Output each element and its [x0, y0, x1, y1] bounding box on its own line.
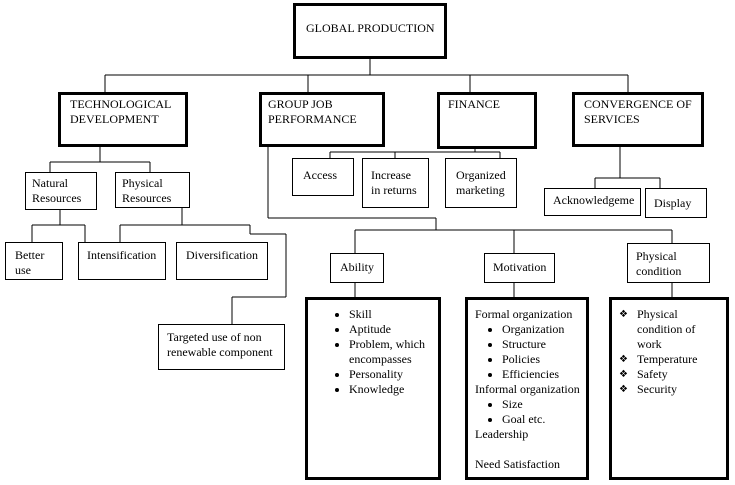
- better-use-label: Better use: [15, 248, 45, 277]
- group-job-performance-label: GROUP JOB PERFORMANCE: [268, 97, 357, 126]
- root-node: GLOBAL PRODUCTION: [293, 3, 447, 59]
- technological-development-label: TECHNOLOGICAL DEVELOPMENT: [70, 97, 172, 126]
- targeted-use-node: Targeted use of non renewable component: [158, 324, 285, 370]
- ability-label: Ability: [340, 260, 375, 274]
- better-use-node: Better use: [5, 242, 63, 280]
- formal-organization-label: Formal organization: [475, 307, 573, 321]
- physical-condition-node: Physical condition: [627, 243, 710, 283]
- informal-organization-label: Informal organization: [475, 382, 580, 396]
- acknowledgement-label: Acknowledgeme: [553, 193, 635, 207]
- physical-condition-details-box: Physical condition of work Temperature S…: [609, 297, 729, 480]
- natural-resources-label: Natural Resources: [32, 176, 82, 205]
- diversification-node: Diversification: [176, 242, 268, 280]
- access-label: Access: [303, 168, 337, 182]
- diversification-label: Diversification: [186, 248, 258, 262]
- ability-item: Problem, which encompasses: [349, 337, 438, 367]
- physical-resources-label: Physical Resources: [122, 176, 172, 205]
- ability-item: Knowledge: [349, 382, 438, 397]
- formal-organization-list: Organization Structure Policies Efficien…: [468, 322, 586, 382]
- physical-condition-item: Safety: [619, 367, 726, 382]
- organized-marketing-node: Organized marketing: [445, 158, 517, 208]
- finance-label: FINANCE: [448, 97, 501, 111]
- physical-resources-node: Physical Resources: [115, 172, 190, 208]
- ability-list: Skill Aptitude Problem, which encompasse…: [308, 307, 438, 397]
- motivation-details-box: Formal organization Organization Structu…: [465, 297, 589, 480]
- formal-item: Structure: [502, 337, 586, 352]
- increase-in-returns-node: Increase in returns: [362, 158, 429, 208]
- finance-node: FINANCE: [437, 92, 537, 149]
- natural-resources-node: Natural Resources: [25, 172, 97, 210]
- informal-item: Goal etc.: [502, 412, 586, 427]
- motivation-label: Motivation: [493, 260, 547, 274]
- convergence-of-services-label: CONVERGENCE OF SERVICES: [584, 97, 692, 126]
- ability-item: Personality: [349, 367, 438, 382]
- ability-item: Skill: [349, 307, 438, 322]
- need-satisfaction-label: Need Satisfaction: [475, 457, 560, 471]
- display-label: Display: [654, 196, 692, 210]
- organized-marketing-label: Organized marketing: [456, 168, 506, 197]
- access-node: Access: [292, 158, 354, 196]
- informal-organization-list: Size Goal etc.: [468, 397, 586, 427]
- intensification-label: Intensification: [87, 248, 157, 262]
- acknowledgement-node: Acknowledgeme: [544, 188, 641, 216]
- technological-development-node: TECHNOLOGICAL DEVELOPMENT: [58, 92, 188, 147]
- ability-node: Ability: [330, 253, 384, 283]
- formal-item: Policies: [502, 352, 586, 367]
- physical-condition-item: Security: [619, 382, 726, 397]
- leadership-label: Leadership: [475, 427, 529, 441]
- group-job-performance-node: GROUP JOB PERFORMANCE: [259, 92, 385, 147]
- physical-condition-item: Temperature: [619, 352, 726, 367]
- physical-condition-list: Physical condition of work Temperature S…: [612, 307, 726, 397]
- intensification-node: Intensification: [78, 242, 166, 280]
- increase-in-returns-label: Increase in returns: [371, 168, 417, 197]
- informal-item: Size: [502, 397, 586, 412]
- formal-item: Organization: [502, 322, 586, 337]
- display-node: Display: [645, 188, 707, 218]
- root-label: GLOBAL PRODUCTION: [306, 21, 435, 35]
- formal-item: Efficiencies: [502, 367, 586, 382]
- physical-condition-label: Physical condition: [636, 249, 682, 278]
- motivation-node: Motivation: [484, 253, 555, 283]
- ability-details-box: Skill Aptitude Problem, which encompasse…: [305, 297, 441, 480]
- physical-condition-item: Physical condition of work: [619, 307, 726, 352]
- ability-item: Aptitude: [349, 322, 438, 337]
- targeted-use-label: Targeted use of non renewable component: [167, 330, 273, 359]
- convergence-of-services-node: CONVERGENCE OF SERVICES: [572, 92, 704, 147]
